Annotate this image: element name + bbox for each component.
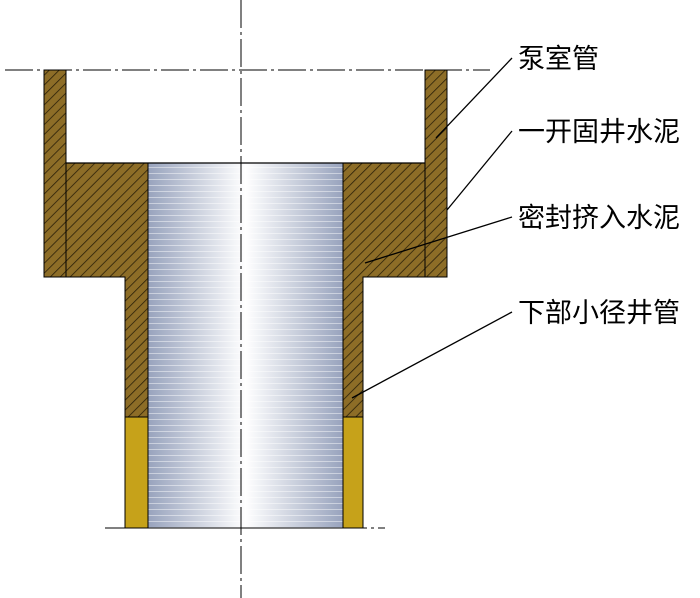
leader-primary-cement [446,130,513,211]
leader-pump-tube [435,57,513,139]
pump-tube-left-wall [43,69,67,278]
label-squeeze-cement: 密封挤入水泥 [518,203,680,234]
pump-chamber-tube [43,69,448,278]
leader-squeeze-cement [364,216,513,264]
inner-steel-pipe [147,162,344,529]
lower-small-casing [124,416,364,529]
pump-tube-right-wall [424,69,448,278]
casing-left-wall [124,416,149,529]
primary-cement-left [65,162,149,418]
leader-lower-casing [351,311,513,399]
label-pump-chamber-tube: 泵室管 [518,44,599,75]
center-lines [5,0,490,598]
casing-right-wall [342,416,364,529]
primary-cement-right [342,162,426,418]
leader-lines [351,57,513,399]
label-primary-cement: 一开固井水泥 [518,117,680,148]
label-lower-small-casing: 下部小径井管 [518,298,680,329]
